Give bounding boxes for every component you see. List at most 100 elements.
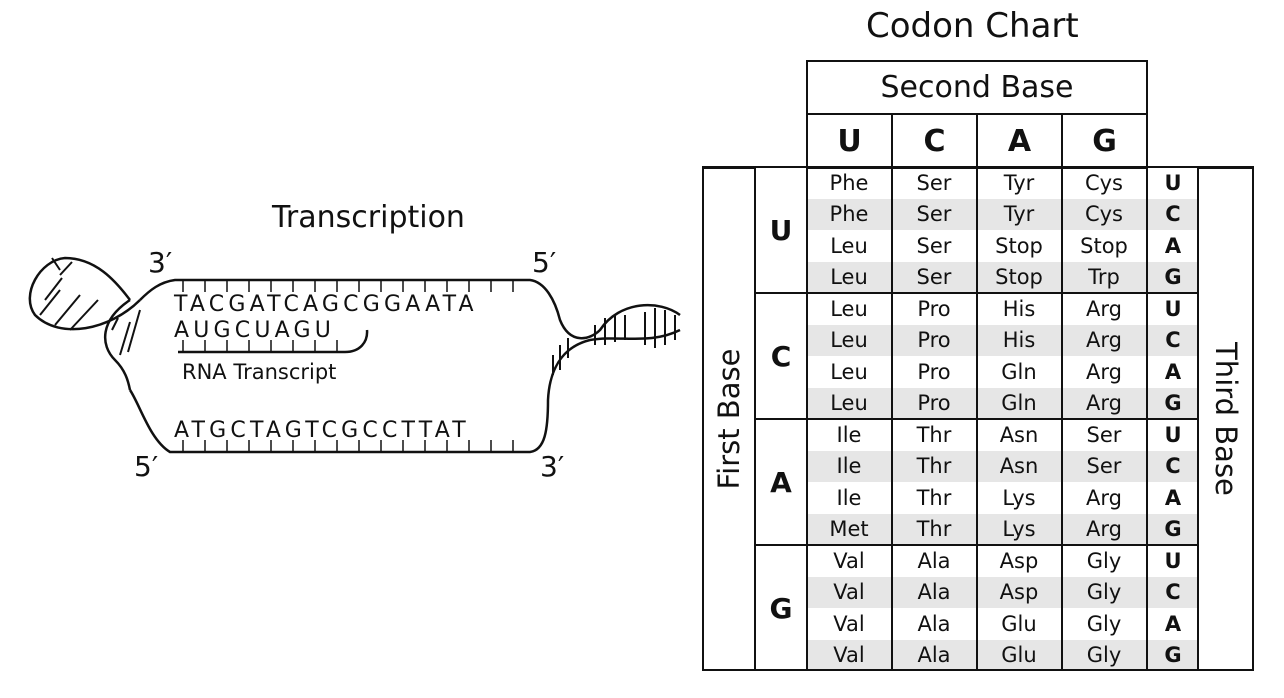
second-base-g: G bbox=[1061, 113, 1148, 169]
amino-acid-cell: Lys bbox=[1002, 517, 1036, 542]
amino-acid-cell: Ser bbox=[916, 265, 952, 290]
transcription-title: Transcription bbox=[272, 200, 465, 235]
third-base-letter: U bbox=[1164, 170, 1182, 195]
grid-line bbox=[754, 418, 1199, 420]
third-base-letter: U bbox=[1164, 422, 1182, 447]
second-base-a: A bbox=[976, 113, 1063, 169]
amino-acid-cell: Tyr bbox=[1003, 202, 1035, 227]
amino-acid-cell: Gln bbox=[1001, 391, 1037, 416]
second-base-header: Second Base bbox=[806, 60, 1148, 115]
amino-acid-cell: Ser bbox=[916, 233, 952, 258]
amino-acid-cell: Val bbox=[833, 548, 865, 573]
amino-acid-cell: Val bbox=[833, 580, 865, 605]
amino-acid-cell: Gly bbox=[1086, 548, 1122, 573]
amino-acid-cell: Leu bbox=[830, 296, 868, 321]
amino-acid-cell: Ala bbox=[917, 548, 951, 573]
top-right-end-label: 5′ bbox=[532, 246, 557, 279]
amino-acid-cell: Asn bbox=[999, 422, 1039, 447]
amino-acid-cell: Tyr bbox=[1003, 170, 1035, 195]
grid-line bbox=[702, 166, 1254, 168]
third-base-letter: A bbox=[1164, 485, 1182, 510]
amino-acid-cell: Leu bbox=[830, 391, 868, 416]
amino-acid-cell: Thr bbox=[916, 422, 952, 447]
template-strand-sequence: TACGATCAGCGGAATA bbox=[174, 292, 478, 317]
amino-acid-cell: Leu bbox=[830, 233, 868, 258]
third-base-letter: G bbox=[1148, 639, 1198, 671]
first-base-u: U bbox=[769, 214, 793, 247]
bottom-right-end-label: 3′ bbox=[540, 450, 565, 483]
amino-acid-cell: Pro bbox=[917, 296, 951, 321]
grid-line bbox=[702, 669, 1254, 671]
amino-acid-cell: Trp bbox=[1088, 265, 1120, 290]
rna-transcript-label: RNA Transcript bbox=[182, 360, 337, 384]
amino-acid-cell: Pro bbox=[917, 391, 951, 416]
amino-acid-cell: Pro bbox=[917, 328, 951, 353]
left-hatching bbox=[39, 257, 141, 356]
codon-chart-title: Codon Chart bbox=[866, 6, 1079, 46]
left-strand-outer bbox=[103, 298, 132, 391]
amino-acid-cell: Ser bbox=[1086, 422, 1122, 447]
third-base-letter: G bbox=[1148, 261, 1198, 293]
amino-acid-cell: His bbox=[1002, 296, 1036, 321]
first-base-header: First Base bbox=[702, 167, 756, 671]
coding-strand-sequence: ATGCTAGTCGCCTTAT bbox=[174, 418, 470, 443]
bottom-left-end-label: 5′ bbox=[134, 450, 159, 483]
second-base-c: C bbox=[891, 113, 978, 169]
first-base-g: G bbox=[769, 592, 793, 625]
amino-acid-cell: Gln bbox=[1001, 359, 1037, 384]
amino-acid-cell: Ser bbox=[1086, 454, 1122, 479]
amino-acid-cell: Lys bbox=[1002, 485, 1036, 510]
top-strand bbox=[139, 278, 681, 340]
amino-acid-cell: Leu bbox=[830, 359, 868, 384]
grid-line bbox=[754, 292, 1199, 294]
amino-acid-cell: Arg bbox=[1086, 517, 1122, 542]
third-base-letter: A bbox=[1164, 611, 1182, 636]
amino-acid-cell: Ile bbox=[836, 454, 862, 479]
amino-acid-cell: Arg bbox=[1086, 391, 1122, 416]
amino-acid-cell: Gly bbox=[1086, 580, 1122, 605]
grid-line bbox=[754, 544, 1199, 546]
third-base-letter: A bbox=[1164, 359, 1182, 384]
first-base-label: First Base bbox=[712, 348, 746, 490]
dna-bubble-drawing bbox=[28, 256, 681, 454]
bottom-strand-ticks bbox=[182, 440, 514, 452]
amino-acid-cell: Leu bbox=[830, 328, 868, 353]
amino-acid-cell: Ser bbox=[916, 170, 952, 195]
third-base-letter: U bbox=[1164, 296, 1182, 321]
amino-acid-cell: Thr bbox=[916, 485, 952, 510]
amino-acid-cell: Glu bbox=[1001, 643, 1037, 668]
third-base-letter: G bbox=[1148, 387, 1198, 419]
transcription-diagram: Transcription 3′ 5′ 5′ 3′ TACGATCAGCGGAA… bbox=[28, 200, 681, 483]
amino-acid-cell: Ser bbox=[916, 202, 952, 227]
amino-acid-cell: Glu bbox=[1001, 611, 1037, 636]
bottom-strand bbox=[128, 328, 681, 454]
amino-acid-cell: Ala bbox=[917, 611, 951, 636]
codon-row: Leu Pro His Arg bbox=[806, 293, 1148, 325]
amino-acid-cell: Gly bbox=[1086, 643, 1122, 668]
amino-acid-cell: Asn bbox=[999, 454, 1039, 479]
amino-acid-cell: Arg bbox=[1086, 328, 1122, 353]
amino-acid-cell: Ala bbox=[917, 643, 951, 668]
amino-acid-cell: Asp bbox=[999, 580, 1039, 605]
amino-acid-cell: Arg bbox=[1086, 296, 1122, 321]
top-strand-ticks bbox=[182, 280, 514, 292]
amino-acid-cell: Ile bbox=[836, 485, 862, 510]
rna-strand-curve bbox=[178, 329, 369, 354]
third-base-letter: U bbox=[1164, 548, 1182, 573]
third-base-label: Third Base bbox=[1208, 342, 1243, 496]
amino-acid-cell: Gly bbox=[1086, 611, 1122, 636]
amino-acid-cell: Phe bbox=[829, 202, 869, 227]
rna-sequence: AUGCUAGU bbox=[174, 318, 336, 343]
rna-ticks bbox=[182, 340, 338, 352]
left-helix-loop bbox=[28, 256, 141, 331]
first-base-c: C bbox=[770, 340, 792, 373]
amino-acid-cell: Val bbox=[833, 643, 865, 668]
third-base-header: Third Base bbox=[1197, 167, 1254, 671]
third-base-letter: C bbox=[1148, 450, 1198, 482]
